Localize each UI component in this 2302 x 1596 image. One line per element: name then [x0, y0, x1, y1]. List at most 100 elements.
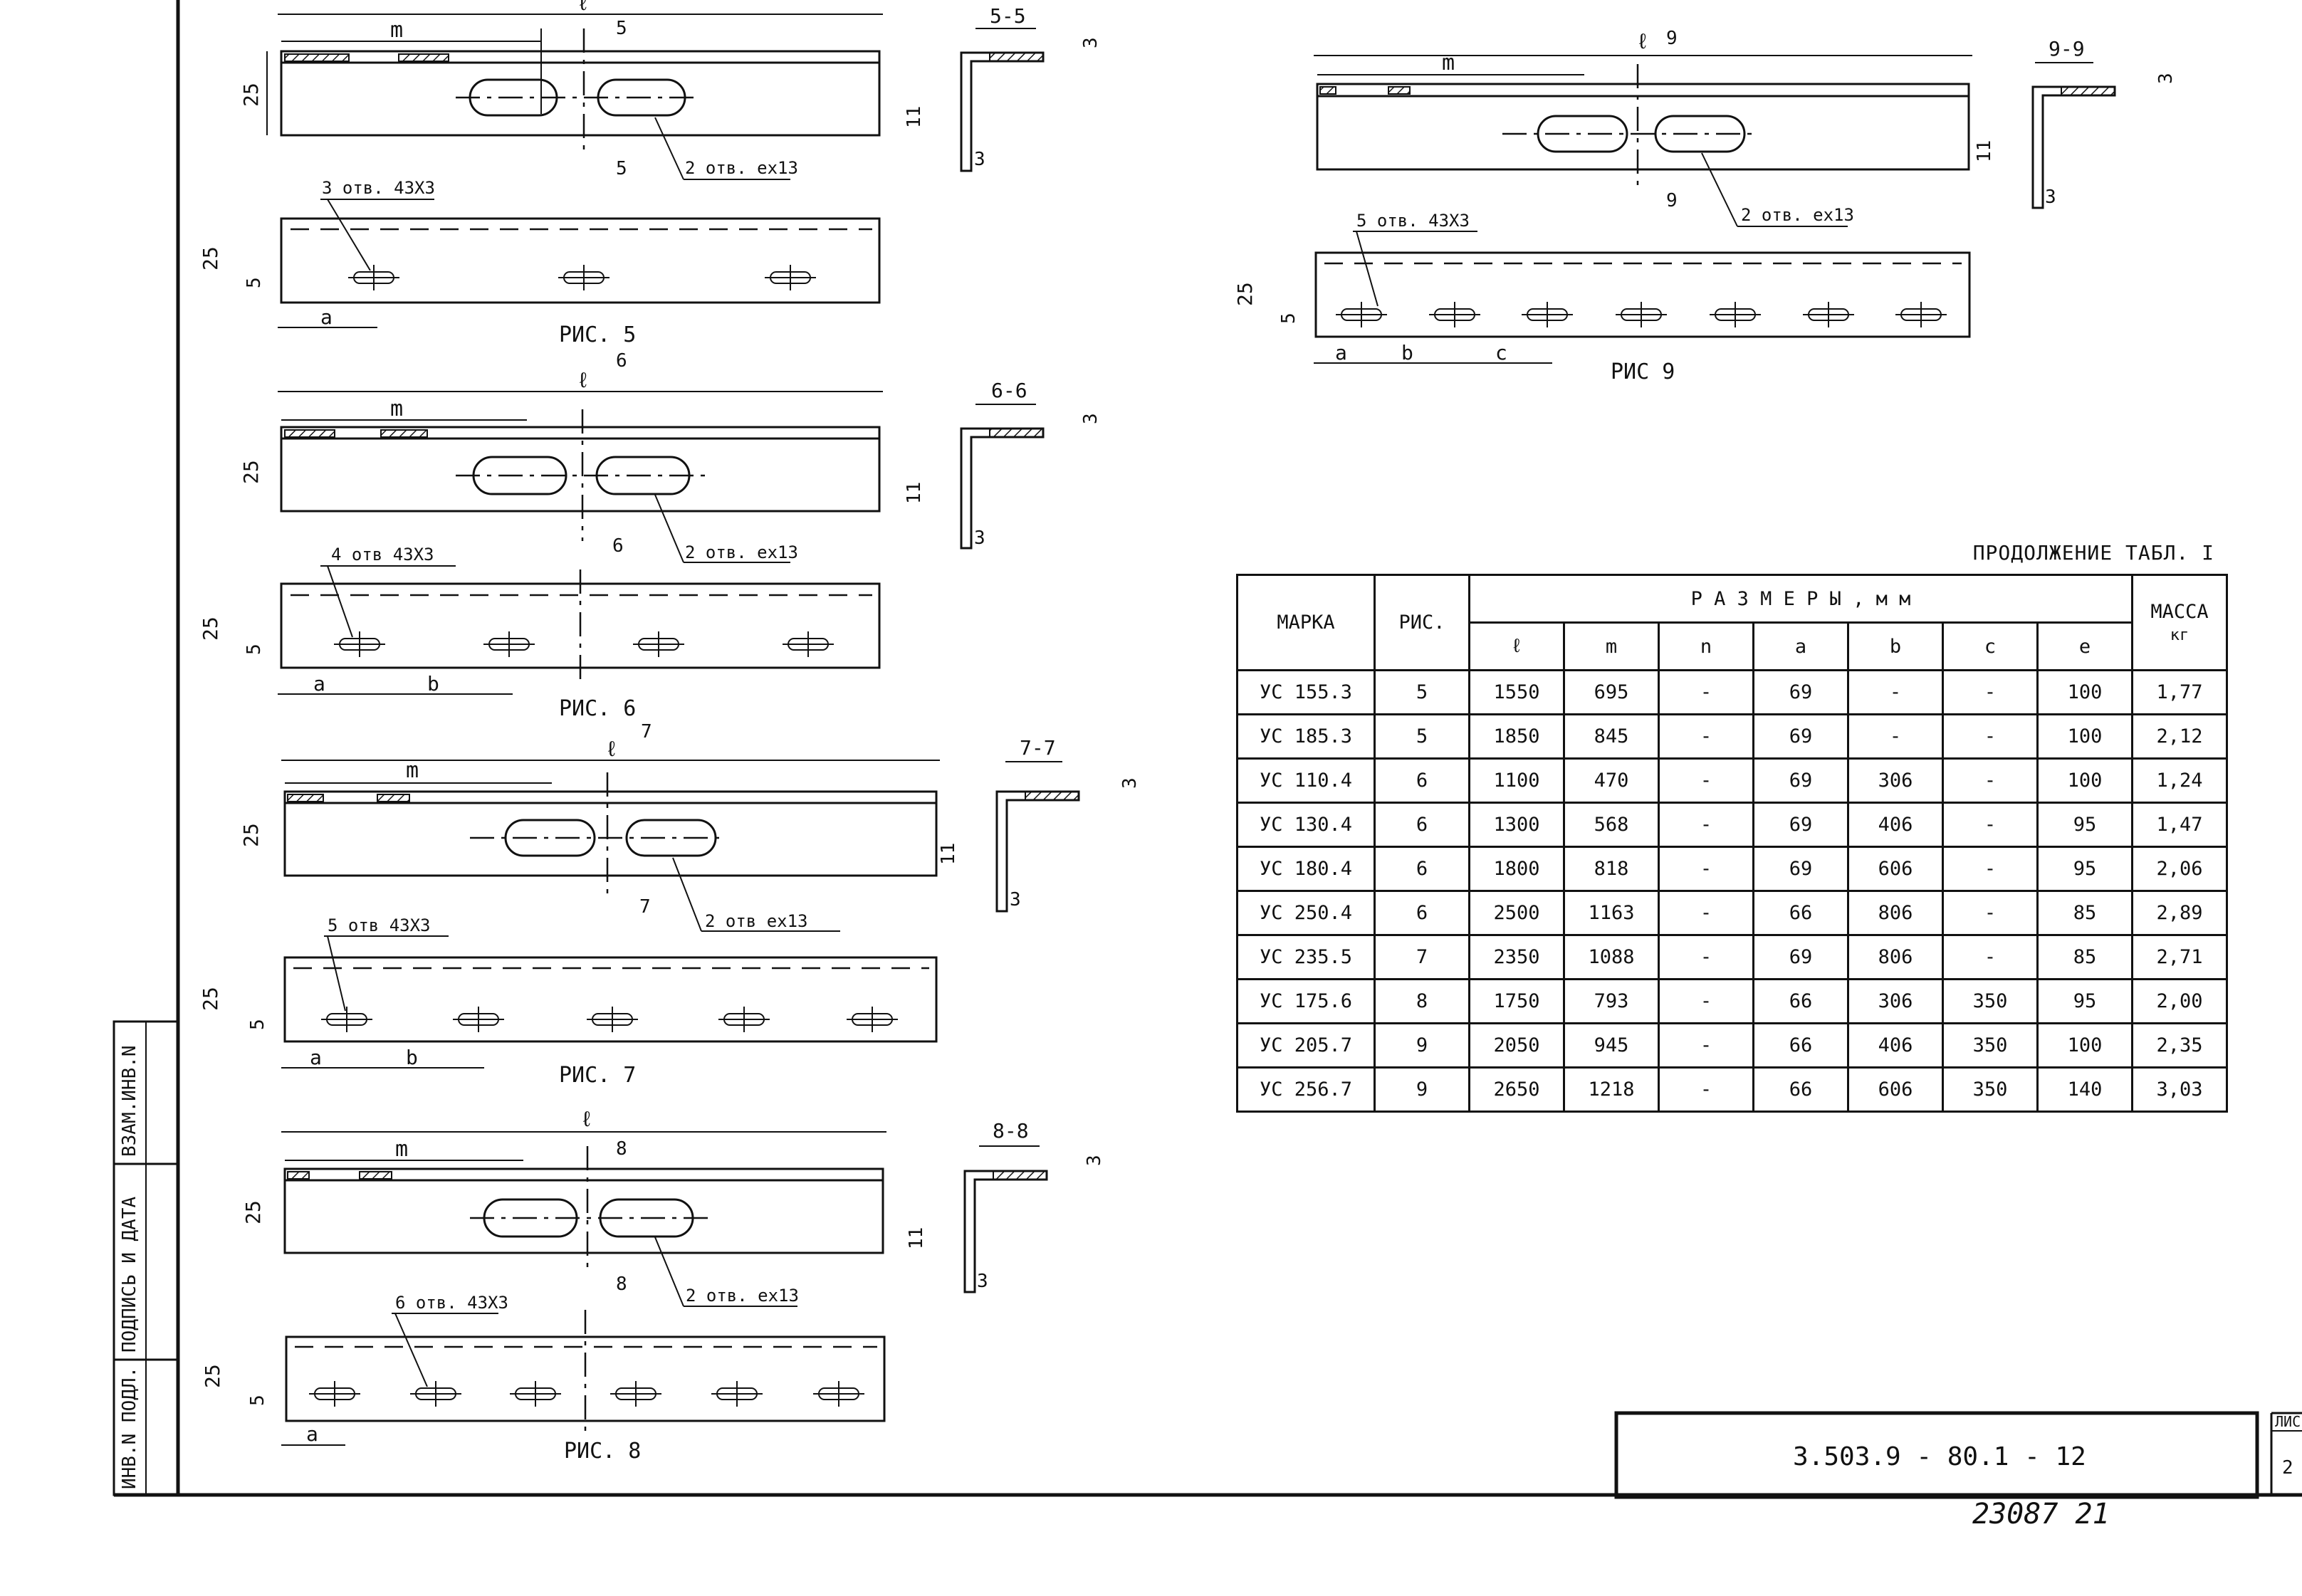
side-label-podpis: ПОДПИСЬ И ДАТА: [119, 1197, 140, 1353]
svg-text:25: 25: [199, 987, 222, 1011]
table-cell: 2,71: [2131, 934, 2228, 980]
svg-text:a: a: [310, 1046, 322, 1069]
svg-text:m: m: [390, 397, 403, 421]
table-cell: 1163: [1563, 890, 1660, 936]
table-cell: УС 155.3: [1236, 669, 1376, 715]
table-cell: 406: [1847, 802, 1944, 848]
table-cell: -: [1658, 890, 1754, 936]
table-cell: 69: [1752, 934, 1849, 980]
table-cell: 2,35: [2131, 1022, 2228, 1069]
table-cell: 7: [1374, 934, 1470, 980]
fig6-caption: РИС. 6: [559, 696, 636, 721]
table-cell: -: [1942, 934, 2039, 980]
table-cell: УС 180.4: [1236, 846, 1376, 892]
table-cell: 85: [2036, 890, 2133, 936]
table-cell: УС 250.4: [1236, 890, 1376, 936]
fig5-section-label: 5-5: [990, 4, 1026, 28]
header-size-4: b: [1847, 621, 1944, 671]
table-cell: УС 205.7: [1236, 1022, 1376, 1069]
table-cell: 100: [2036, 669, 2133, 715]
svg-text:9: 9: [1666, 28, 1678, 49]
table-cell: 85: [2036, 934, 2133, 980]
table-cell: -: [1658, 669, 1754, 715]
svg-text:b: b: [406, 1046, 418, 1069]
header-size-5: c: [1942, 621, 2039, 671]
table-cell: 945: [1563, 1022, 1660, 1069]
table-cell: 1550: [1468, 669, 1565, 715]
table-cell: -: [1942, 713, 2039, 760]
svg-text:a: a: [1335, 341, 1347, 364]
handwritten-number: 23087 21: [1972, 1498, 2110, 1531]
svg-text:2 отв ex13: 2 отв ex13: [705, 911, 808, 931]
table-cell: 568: [1563, 802, 1660, 848]
table-cell: 350: [1942, 978, 2039, 1024]
table-cell: -: [1658, 846, 1754, 892]
svg-text:5 отв. 43X3: 5 отв. 43X3: [1356, 211, 1470, 231]
table-cell: 1088: [1563, 934, 1660, 980]
svg-text:25: 25: [239, 460, 263, 484]
fig5-caption: РИС. 5: [559, 322, 636, 347]
header-size-6: e: [2036, 621, 2133, 671]
table-cell: УС 235.5: [1236, 934, 1376, 980]
table-cell: 1850: [1468, 713, 1565, 760]
table-cell: УС 185.3: [1236, 713, 1376, 760]
table-cell: 2,00: [2131, 978, 2228, 1024]
svg-text:5 отв 43X3: 5 отв 43X3: [328, 915, 431, 935]
table-cell: 6: [1374, 846, 1470, 892]
svg-text:5: 5: [244, 277, 265, 288]
svg-text:25: 25: [199, 246, 222, 271]
svg-text:2 отв. ex13: 2 отв. ex13: [686, 1286, 799, 1306]
table-cell: 69: [1752, 846, 1849, 892]
fig7-caption: РИС. 7: [559, 1063, 636, 1088]
side-title-block: ВЗАМ.ИНВ.N ПОДПИСЬ И ДАТА ИНВ.N ПОДЛ.: [113, 1020, 179, 1496]
header-size-3: a: [1752, 621, 1849, 671]
table-cell: 1300: [1468, 802, 1565, 848]
svg-text:5: 5: [616, 158, 627, 179]
header-size-0: ℓ: [1468, 621, 1565, 671]
svg-text:ℓ: ℓ: [577, 0, 590, 16]
table-cell: 66: [1752, 978, 1849, 1024]
table-cell: 69: [1752, 802, 1849, 848]
svg-text:5: 5: [247, 1019, 268, 1030]
svg-text:25: 25: [201, 1364, 224, 1388]
svg-text:11: 11: [906, 1227, 927, 1249]
table-cell: 100: [2036, 757, 2133, 804]
svg-text:m: m: [395, 1137, 408, 1162]
svg-text:3: 3: [1119, 777, 1141, 789]
svg-text:ℓ: ℓ: [605, 737, 618, 762]
svg-text:c: c: [1495, 341, 1507, 364]
table-cell: -: [1658, 1022, 1754, 1069]
svg-text:3: 3: [2155, 73, 2177, 84]
table-cell: 1750: [1468, 978, 1565, 1024]
svg-text:b: b: [427, 672, 439, 695]
table-cell: 845: [1563, 713, 1660, 760]
svg-text:5: 5: [244, 644, 265, 655]
table-cell: 470: [1563, 757, 1660, 804]
figure-5: ℓ m 5 5 2 отв. ex13 25 5-5 3 3 11 3: [199, 0, 1102, 347]
table-cell: 8: [1374, 978, 1470, 1024]
side-label-inv-podl: ИНВ.N ПОДЛ.: [119, 1367, 140, 1489]
table-cell: 9: [1374, 1066, 1470, 1113]
table-cell: -: [1942, 757, 2039, 804]
header-mark: МАРКА: [1236, 574, 1376, 671]
header-size-1: m: [1563, 621, 1660, 671]
svg-text:6 отв. 43X3: 6 отв. 43X3: [395, 1293, 508, 1313]
svg-text:6: 6: [616, 350, 627, 372]
table-cell: УС 256.7: [1236, 1066, 1376, 1113]
table-cell: 350: [1942, 1066, 2039, 1113]
svg-text:6-6: 6-6: [991, 379, 1027, 402]
svg-text:3: 3: [1010, 889, 1021, 910]
table-cell: -: [1942, 669, 2039, 715]
svg-text:25: 25: [199, 616, 222, 641]
svg-text:a: a: [320, 305, 333, 329]
table-cell: 1,24: [2131, 757, 2228, 804]
svg-text:ℓ: ℓ: [580, 1107, 593, 1132]
fig9-caption: РИС 9: [1611, 359, 1675, 384]
title-stamp: 3.503.9 - 80.1 - 12 ЛИС 2 23087 21: [1614, 1411, 2302, 1531]
svg-text:6: 6: [612, 535, 624, 557]
fig8-caption: РИС. 8: [564, 1439, 641, 1464]
svg-text:5: 5: [616, 18, 627, 39]
